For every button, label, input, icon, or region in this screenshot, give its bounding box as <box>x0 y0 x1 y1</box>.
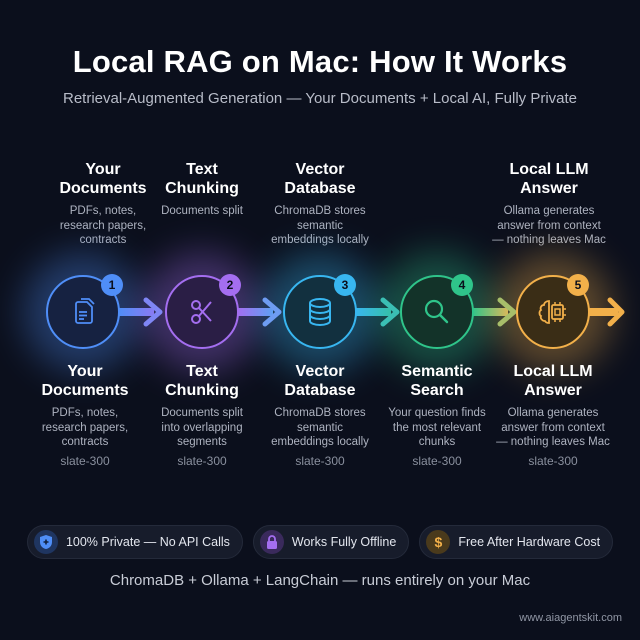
footer-url[interactable]: www.aiagentskit.com <box>519 612 622 624</box>
step-4-badge: 4 <box>451 274 473 296</box>
step-desc: answer from context <box>501 421 605 434</box>
step-title: Chunking <box>165 382 239 399</box>
step-desc: Your question finds <box>388 407 486 419</box>
step-5-label: Local LLM Answer Ollama generates answer f… <box>488 362 618 468</box>
top-label-llm-answer: Local LLM Answer Ollama generates answer f… <box>484 160 614 248</box>
top-label-title: Local LLM <box>509 161 589 178</box>
top-label-desc: Ollama generates <box>503 205 595 217</box>
pill-offline: Works Fully Offline <box>252 525 410 559</box>
step-note: slate-300 <box>177 453 227 468</box>
feature-pills: 100% Private — No API Calls Works Fully … <box>0 525 640 559</box>
arrow-right-icon <box>118 297 163 327</box>
arrow-right-icon <box>237 297 282 327</box>
pill-label: Works Fully Offline <box>291 535 397 549</box>
dollar-icon: $ <box>426 530 451 554</box>
step-note: slate-300 <box>295 453 345 468</box>
page-title: Local RAG on Mac: How It Works <box>72 44 568 79</box>
top-label-title: Text <box>186 161 218 178</box>
step-title: Semantic <box>401 363 473 380</box>
step-note: slate-300 <box>412 453 462 468</box>
step-3-badge: 3 <box>334 274 356 296</box>
step-title: Database <box>284 382 356 399</box>
step-note: slate-300 <box>528 453 578 468</box>
step-desc: the most relevant <box>392 421 482 434</box>
pill-free: $ Free After Hardware Cost <box>419 525 614 559</box>
footer-tagline: ChromaDB + Ollama + LangChain — runs ent… <box>109 572 531 589</box>
top-label-title: Documents <box>59 180 147 197</box>
step-title: Text <box>186 363 218 380</box>
top-label-desc: answer from context <box>497 219 601 232</box>
pill-label: 100% Private — No API Calls <box>65 535 230 549</box>
top-label-desc: semantic <box>296 219 344 232</box>
top-label-desc: PDFs, notes, <box>69 205 137 217</box>
top-label-desc: research papers, <box>59 219 147 232</box>
top-label-desc: Documents split <box>161 205 243 217</box>
scissors-icon <box>191 300 212 324</box>
step-desc: into overlapping <box>161 421 243 434</box>
lock-icon <box>259 530 284 554</box>
step-desc: semantic <box>296 421 344 434</box>
step-1-badge: 1 <box>101 274 123 296</box>
step-desc: Ollama generates <box>507 407 599 419</box>
top-label-desc: — nothing leaves Mac <box>492 234 606 246</box>
step-desc: research papers, <box>41 421 129 434</box>
arrow-right-icon <box>355 297 400 327</box>
step-title: Vector <box>295 363 345 380</box>
step-desc: segments <box>177 436 227 448</box>
step-title: Search <box>410 382 464 399</box>
step-desc: ChromaDB stores <box>274 407 366 419</box>
documents-icon <box>75 298 95 324</box>
step-5-badge: 5 <box>567 274 589 296</box>
top-label-title: Your <box>85 161 121 178</box>
top-label-title: Database <box>284 180 356 197</box>
arrow-right-icon <box>472 297 517 327</box>
page-subtitle: Retrieval-Augmented Generation — Your Do… <box>62 90 577 107</box>
step-title: Your <box>67 363 103 380</box>
pill-private: 100% Private — No API Calls <box>26 525 243 559</box>
arrow-right-icon <box>588 297 625 327</box>
top-label-desc: contracts <box>79 234 127 246</box>
top-label-desc: embeddings locally <box>271 234 369 246</box>
search-icon <box>424 299 449 324</box>
step-title: Local LLM <box>513 363 593 380</box>
step-note: slate-300 <box>60 453 110 468</box>
pipeline-flow: 1 2 3 4 <box>0 252 640 372</box>
top-label-title: Chunking <box>165 180 239 197</box>
step-desc: chunks <box>418 436 456 448</box>
top-label-desc: ChromaDB stores <box>274 205 366 217</box>
top-label-title: Answer <box>520 180 578 197</box>
pill-label: Free After Hardware Cost <box>458 535 601 549</box>
database-icon <box>309 298 331 327</box>
shield-icon <box>33 530 58 554</box>
brain-chip-icon <box>538 300 566 324</box>
step-desc: embeddings locally <box>271 436 369 448</box>
step-title: Answer <box>524 382 582 399</box>
step-title: Documents <box>41 382 129 399</box>
step-2-badge: 2 <box>219 274 241 296</box>
step-desc: contracts <box>61 436 109 448</box>
step-desc: — nothing leaves Mac <box>496 436 610 448</box>
step-desc: PDFs, notes, <box>51 407 119 419</box>
step-desc: Documents split <box>161 407 243 419</box>
top-label-title: Vector <box>295 161 345 178</box>
